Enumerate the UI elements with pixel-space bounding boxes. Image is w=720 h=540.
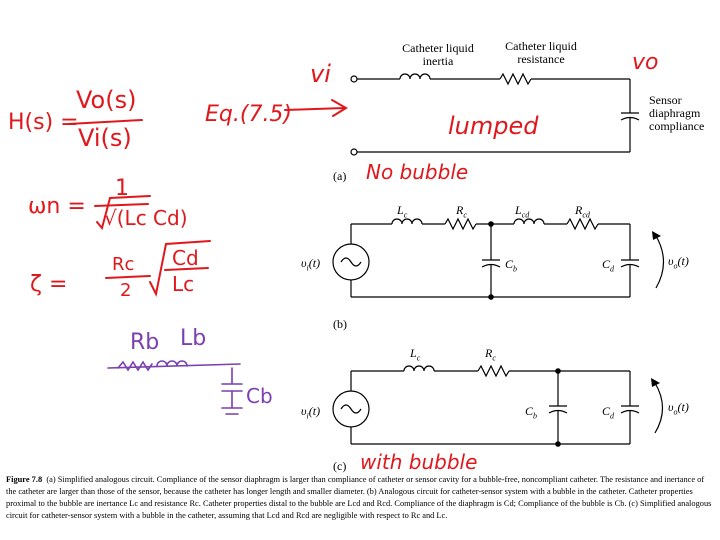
label-catheter-inertia: Catheter liquid inertia (402, 41, 474, 68)
wn-sqrt-sign (96, 195, 151, 231)
resistor-rc-c (477, 364, 510, 378)
ink-lb: Lb (180, 326, 207, 351)
symbol-rc-b: Rc (456, 203, 467, 220)
ink-cb: Cb (246, 384, 273, 408)
figure-caption: Figure 7.8 (a) Simplified analogous circ… (6, 474, 714, 522)
inductor-lc-b (391, 218, 423, 225)
symbol-vo-b: υo(t) (668, 254, 689, 271)
output-arrow-b (655, 235, 665, 289)
sketch-wire (107, 363, 241, 369)
ink-no-bubble: No bubble (366, 160, 469, 184)
zeta-frac2-bar (164, 267, 209, 271)
resistor-rc-b (444, 217, 477, 231)
ink-zeta-cd: Cd (172, 246, 199, 270)
circuit-a (350, 72, 640, 156)
symbol-cd-c: Cd (602, 404, 615, 421)
label-catheter-resistance: Catheter liquid resistance (505, 39, 577, 66)
symbol-cd-b: Cd (602, 257, 615, 274)
wn-fraction-bar (94, 203, 149, 207)
ink-eq-ref: Eq.(7.5) (205, 102, 293, 127)
ink-vi: vi (310, 60, 331, 88)
tf-fraction-bar (67, 119, 143, 125)
symbol-vi-c: υi(t) (301, 404, 321, 421)
ink-tf-num: Vo(s) (76, 86, 137, 114)
ink-zeta-lhs: ζ = (30, 272, 68, 297)
input-terminal-top (350, 75, 358, 83)
arrow-to-circuit (284, 99, 348, 117)
ink-zeta-rc: Rc (112, 254, 135, 275)
ink-wn-lhs: ωn = (28, 194, 86, 219)
ink-with-bubble: with bubble (360, 450, 478, 474)
ink-tf-den: Vi(s) (78, 124, 132, 152)
zeta-sqrt-sign (149, 240, 211, 298)
ink-tf-lhs: H(s) = (8, 110, 79, 135)
label-part-b: (b) (333, 317, 347, 331)
capacitor-sensor-plate-bottom (620, 116, 640, 121)
caption-label: Figure 7.8 (6, 475, 43, 484)
symbol-lc-c: Lc (410, 346, 421, 363)
sketch-inductor (156, 360, 188, 367)
resistor-catheter-resistance (499, 72, 532, 86)
input-terminal-bottom (350, 148, 358, 156)
symbol-lcd-b: Lcd (515, 203, 530, 220)
ink-vo: vo (632, 50, 659, 75)
sketch-capacitor-ground (221, 367, 243, 415)
symbol-lc-b: Lc (397, 203, 408, 220)
symbol-rcd-b: Rcd (575, 203, 590, 220)
ink-wn-num: 1 (115, 176, 129, 201)
bubble-sketch (107, 360, 243, 415)
inductor-catheter-inertia (399, 73, 431, 80)
ink-zeta-lc: Lc (172, 272, 195, 296)
zeta-frac1-bar (105, 275, 151, 279)
symbol-vi-b: υi(t) (301, 256, 321, 273)
sketch-resistor (117, 360, 153, 372)
circuit-b (332, 217, 665, 300)
caption-text: (a) Simplified analogous circuit. Compli… (6, 475, 712, 520)
symbol-rc-c: Rc (485, 346, 496, 363)
symbol-cb-c: Cb (525, 404, 538, 421)
inductor-lc-c (403, 365, 435, 372)
inductor-lcd-b (513, 218, 545, 225)
label-part-a: (a) (333, 169, 347, 183)
symbol-cb-b: Cb (505, 257, 518, 274)
circuit-c (332, 364, 664, 447)
resistor-rcd-b (566, 217, 599, 231)
ink-lumped: lumped (448, 112, 539, 140)
ink-zeta-2: 2 (120, 280, 132, 301)
ink-wn-den: √(Lc Cd) (104, 206, 188, 230)
label-sensor-compliance: Sensor diaphragm compliance (649, 93, 705, 133)
ink-rb: Rb (130, 330, 160, 355)
label-part-c: (c) (333, 459, 347, 473)
output-arrow-c (654, 382, 664, 434)
handwritten-strokes (67, 99, 348, 298)
symbol-vo-c: υo(t) (668, 400, 689, 417)
